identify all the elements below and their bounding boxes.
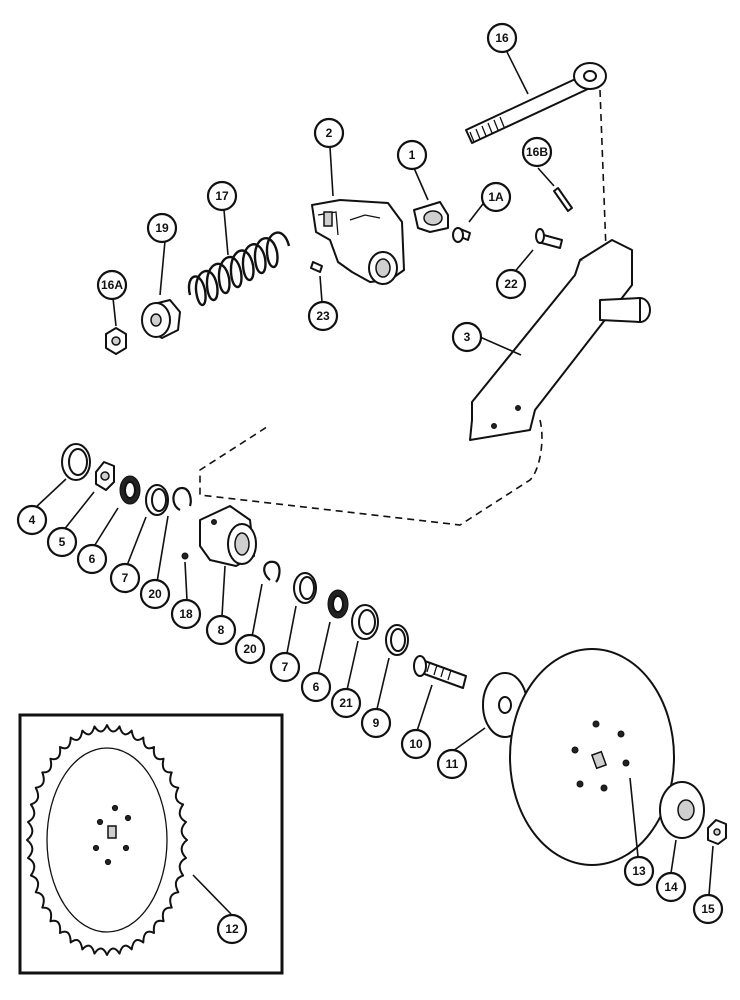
part-22-pin <box>535 228 563 249</box>
callout-2-text: 2 <box>326 126 333 140</box>
callout-18: 18 <box>170 598 202 630</box>
callout-22-text: 22 <box>504 277 518 291</box>
part-1-clamp <box>413 201 449 233</box>
callout-3-text: 3 <box>464 330 471 344</box>
callout-16b: 16B <box>521 136 553 168</box>
callout-7-right-text: 7 <box>282 660 289 674</box>
part-6-bearing-right <box>327 589 349 619</box>
callout-10: 10 <box>400 728 432 760</box>
callout-22: 22 <box>495 268 527 300</box>
callout-10-text: 10 <box>409 737 423 751</box>
part-7-cup-right <box>293 572 317 604</box>
callout-3: 3 <box>451 321 483 353</box>
callout-16b-text: 16B <box>526 145 548 159</box>
callout-19-text: 19 <box>155 221 169 235</box>
callout-8-text: 8 <box>218 623 225 637</box>
callout-1: 1 <box>396 139 428 171</box>
part-10-spindle <box>413 655 467 689</box>
callout-11: 11 <box>436 748 468 780</box>
part-4-seal <box>61 443 91 481</box>
callout-20-right: 20 <box>234 633 266 665</box>
leader-lines <box>33 51 714 915</box>
part-13-plain-disc <box>509 648 675 866</box>
callout-20-left-text: 20 <box>148 587 162 601</box>
callout-5-text: 5 <box>59 535 66 549</box>
callout-12-text: 12 <box>225 922 239 936</box>
part-17-spring <box>187 231 291 307</box>
callout-8: 8 <box>205 614 237 646</box>
callout-6-right: 6 <box>300 671 332 703</box>
callout-1a: 1A <box>480 181 512 213</box>
callout-9: 9 <box>360 707 392 739</box>
callout-16: 16 <box>486 22 518 54</box>
part-20-snap-ring-right <box>263 560 281 583</box>
callout-6-left-text: 6 <box>89 552 96 566</box>
callout-20-left: 20 <box>139 578 171 610</box>
callout-7-right: 7 <box>269 651 301 683</box>
callout-19: 19 <box>146 212 178 244</box>
callout-18-text: 18 <box>179 607 193 621</box>
callout-16a: 16A <box>96 269 128 301</box>
connection-dash-line-3 <box>199 419 543 526</box>
callout-21: 21 <box>330 687 362 719</box>
callout-16-text: 16 <box>495 31 509 45</box>
part-2-bracket <box>311 199 405 285</box>
connection-dash-line-16 <box>599 89 607 251</box>
callout-2: 2 <box>313 117 345 149</box>
callout-4: 4 <box>16 504 48 536</box>
callout-6-right-text: 6 <box>313 680 320 694</box>
part-12-notched-disc <box>26 724 188 956</box>
part-18-grease-fitting <box>181 552 189 560</box>
part-15-nut <box>707 819 727 845</box>
part-16b-cotter-pin <box>553 187 573 212</box>
callout-12: 12 <box>216 913 248 945</box>
part-5-nut <box>95 461 115 491</box>
callout-1a-text: 1A <box>488 190 504 204</box>
callout-4-text: 4 <box>29 513 36 527</box>
part-6-bearing-left <box>119 475 141 505</box>
part-1a-bolt <box>452 227 471 243</box>
callout-13-text: 13 <box>632 864 646 878</box>
part-3-arm <box>469 239 651 441</box>
callout-9-text: 9 <box>373 716 380 730</box>
callout-16a-text: 16A <box>101 278 123 292</box>
part-19-collar <box>141 299 181 339</box>
callout-5: 5 <box>46 526 78 558</box>
callout-15-text: 15 <box>701 902 715 916</box>
callout-17-text: 17 <box>215 189 229 203</box>
callout-15: 15 <box>692 893 724 925</box>
part-21-cup <box>351 604 379 640</box>
part-16-rod-eye <box>465 62 607 144</box>
callout-23: 23 <box>307 300 339 332</box>
callout-1-text: 1 <box>409 148 416 162</box>
callout-13: 13 <box>623 855 655 887</box>
callout-23-text: 23 <box>316 309 330 323</box>
callout-21-text: 21 <box>339 696 353 710</box>
part-14-cap <box>659 781 705 839</box>
part-16a-nut <box>105 327 127 355</box>
part-9-seal <box>385 624 409 656</box>
part-23-set-screw <box>310 261 323 273</box>
part-7-cup-left <box>145 484 169 516</box>
part-8-hub <box>199 505 257 567</box>
callout-6-left: 6 <box>76 543 108 575</box>
callout-17: 17 <box>206 180 238 212</box>
callout-14-text: 14 <box>664 880 678 894</box>
part-20-snap-ring-left <box>172 486 192 511</box>
callout-7-left: 7 <box>109 562 141 594</box>
callout-11-text: 11 <box>446 757 459 771</box>
callout-7-left-text: 7 <box>122 571 129 585</box>
callout-20-right-text: 20 <box>243 642 257 656</box>
callout-14: 14 <box>655 871 687 903</box>
